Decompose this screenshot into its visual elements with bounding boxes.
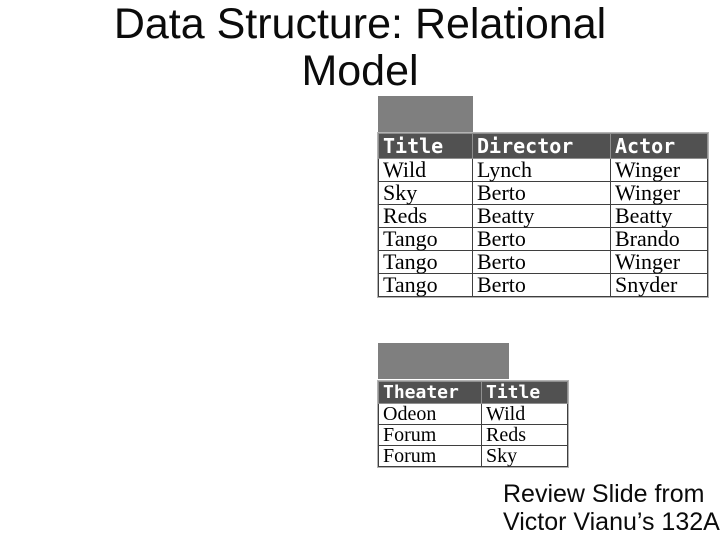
table-row: Tango Berto Winger — [378, 250, 708, 274]
cell-theater: Forum — [378, 424, 482, 446]
cell-actor: Winger — [610, 181, 708, 205]
table-row: Tango Berto Snyder — [378, 273, 708, 297]
page-title: Data Structure: Relational Model — [0, 1, 720, 95]
title-line-2: Model — [301, 47, 419, 95]
cell-actor: Snyder — [610, 273, 708, 297]
credit-text: Review Slide from Victor Vianu’s 132A — [503, 480, 720, 536]
cell-title: Sky — [378, 181, 473, 205]
table-row: Wild Lynch Winger — [378, 158, 708, 182]
table-row: Tango Berto Brando — [378, 227, 708, 251]
column-header-theater: Theater — [378, 381, 482, 404]
cell-theater: Odeon — [378, 403, 482, 425]
table-row: Sky Berto Winger — [378, 181, 708, 205]
credit-line-2: Victor Vianu’s 132A — [503, 508, 720, 536]
schedule-table: Theater Title Odeon Wild Forum Reds Foru… — [378, 381, 568, 467]
movies-label-box — [378, 96, 473, 133]
cell-director: Berto — [472, 273, 611, 297]
cell-title: Sky — [481, 445, 568, 467]
table-row: Reds Beatty Beatty — [378, 204, 708, 228]
credit-line-1: Review Slide from — [503, 480, 705, 508]
title-line-1: Data Structure: Relational — [113, 0, 607, 48]
column-header-title: Title — [378, 133, 473, 159]
cell-director: Berto — [472, 181, 611, 205]
cell-title: Reds — [481, 424, 568, 446]
cell-title: Tango — [378, 250, 473, 274]
cell-actor: Beatty — [610, 204, 708, 228]
movies-table: Title Director Actor Wild Lynch Winger S… — [378, 133, 708, 297]
table-row: Forum Reds — [378, 424, 568, 446]
cell-title: Wild — [481, 403, 568, 425]
cell-title: Reds — [378, 204, 473, 228]
cell-title: Wild — [378, 158, 473, 182]
column-header-actor: Actor — [610, 133, 708, 159]
cell-title: Tango — [378, 227, 473, 251]
cell-theater: Forum — [378, 445, 482, 467]
table-row: Forum Sky — [378, 445, 568, 467]
cell-actor: Winger — [610, 158, 708, 182]
column-header-director: Director — [472, 133, 611, 159]
cell-director: Berto — [472, 227, 611, 251]
column-header-title: Title — [481, 381, 568, 404]
cell-director: Lynch — [472, 158, 611, 182]
movies-header-row: Title Director Actor — [378, 133, 708, 159]
schedule-header-row: Theater Title — [378, 381, 568, 404]
schedule-label-box — [378, 343, 509, 379]
cell-director: Beatty — [472, 204, 611, 228]
table-row: Odeon Wild — [378, 403, 568, 425]
cell-title: Tango — [378, 273, 473, 297]
cell-actor: Winger — [610, 250, 708, 274]
cell-actor: Brando — [610, 227, 708, 251]
cell-director: Berto — [472, 250, 611, 274]
